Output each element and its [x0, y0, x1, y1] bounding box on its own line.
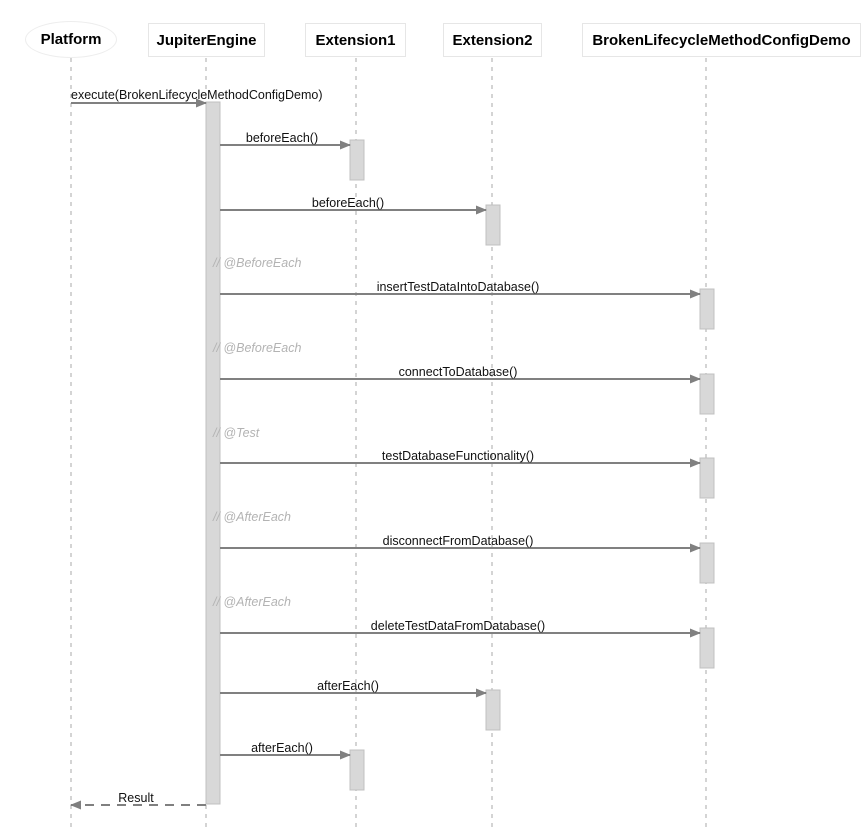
message-arrows-group — [70, 98, 701, 810]
activation-bar-extension2[interactable] — [485, 689, 501, 731]
message-label-msg-connect-db: connectToDatabase() — [398, 365, 518, 379]
activation-bar-broken-lifecycle-demo[interactable] — [699, 542, 715, 584]
note-note-aftereach-1: // @AfterEach — [213, 510, 291, 524]
message-label-msg-execute: execute(BrokenLifecycleMethodConfigDemo) — [71, 88, 323, 102]
activation-bars-group — [205, 101, 715, 805]
note-note-beforeeach-1: // @BeforeEach — [213, 256, 302, 270]
message-label-msg-disconnect-db: disconnectFromDatabase() — [382, 534, 534, 548]
message-label-msg-beforeeach-ext2: beforeEach() — [311, 196, 385, 210]
activation-bar-broken-lifecycle-demo[interactable] — [699, 627, 715, 669]
activation-bar-broken-lifecycle-demo[interactable] — [699, 457, 715, 499]
activation-bar-broken-lifecycle-demo[interactable] — [699, 288, 715, 330]
lifelines-group — [70, 58, 707, 830]
message-label-msg-delete-test-data: deleteTestDataFromDatabase() — [370, 619, 546, 633]
message-label-msg-insert-test-data: insertTestDataIntoDatabase() — [376, 280, 540, 294]
message-label-msg-aftereach-ext1: afterEach() — [251, 741, 313, 755]
message-label-msg-test-db-functionality: testDatabaseFunctionality() — [381, 449, 535, 463]
message-label-msg-result: Result — [118, 791, 154, 805]
participant-jupiter-engine[interactable]: JupiterEngine — [148, 23, 265, 57]
message-label-msg-aftereach-ext2: afterEach() — [317, 679, 379, 693]
note-note-aftereach-2: // @AfterEach — [213, 595, 291, 609]
note-note-beforeeach-2: // @BeforeEach — [213, 341, 302, 355]
activation-bar-broken-lifecycle-demo[interactable] — [699, 373, 715, 415]
note-note-test: // @Test — [213, 426, 260, 440]
activation-bar-jupiter-engine[interactable] — [205, 101, 221, 805]
participant-extension2[interactable]: Extension2 — [443, 23, 542, 57]
participant-broken-lifecycle-demo[interactable]: BrokenLifecycleMethodConfigDemo — [582, 23, 861, 57]
activation-bar-extension2[interactable] — [485, 204, 501, 246]
participant-extension1[interactable]: Extension1 — [305, 23, 406, 57]
participant-platform[interactable]: Platform — [25, 21, 117, 58]
activation-bar-extension1[interactable] — [349, 139, 365, 181]
activation-bar-extension1[interactable] — [349, 749, 365, 791]
message-label-msg-beforeeach-ext1: beforeEach() — [245, 131, 319, 145]
